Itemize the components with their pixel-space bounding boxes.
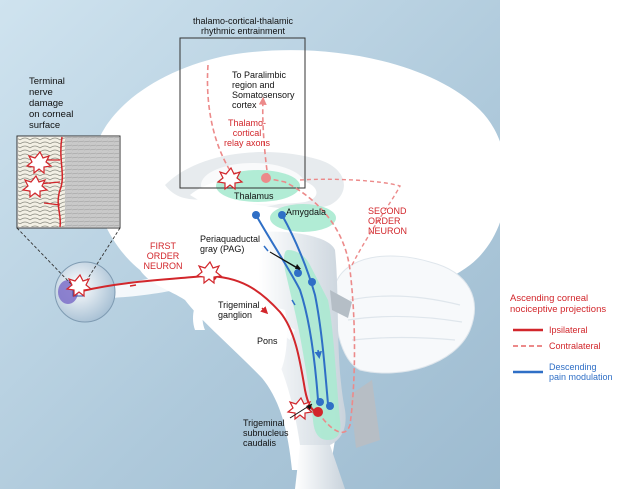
contralateral-path bbox=[265, 177, 356, 434]
eye bbox=[54, 261, 116, 323]
thalamic-neuron-soma bbox=[261, 173, 271, 183]
damage-burst-icons bbox=[21, 150, 314, 421]
entrainment-loop bbox=[206, 64, 237, 181]
neuron-soma-caudalis-2 bbox=[326, 402, 334, 410]
cerebellum bbox=[333, 255, 475, 374]
neuron-soma-pag-2 bbox=[308, 278, 316, 286]
neuron-soma-pag-1 bbox=[294, 269, 302, 277]
ipsilateral-path bbox=[81, 274, 319, 413]
cerebellum-folia bbox=[347, 295, 463, 341]
fourth-ventricle bbox=[330, 290, 352, 318]
legend-contralateral: Contralateral bbox=[549, 341, 601, 351]
spinal-cord bbox=[295, 445, 345, 489]
legend-ipsilateral: Ipsilateral bbox=[549, 325, 588, 335]
pag-pointer-line bbox=[269, 251, 299, 269]
entrainment-box bbox=[179, 37, 306, 189]
neuron-soma-caudalis-1 bbox=[316, 398, 324, 406]
relay-axon-up bbox=[258, 96, 269, 179]
pons-label: Pons bbox=[257, 336, 278, 346]
neuron-soma-amygdala-1 bbox=[252, 211, 260, 219]
thalamus-label: Thalamus bbox=[234, 191, 274, 201]
descending-path-2 bbox=[281, 214, 329, 405]
descending-path-1 bbox=[255, 214, 319, 401]
ganglion-branch bbox=[193, 290, 212, 330]
inset-connector bbox=[16, 227, 121, 287]
neuron-soma-amygdala-2 bbox=[278, 211, 286, 219]
amygdala-label: Amygdala bbox=[286, 207, 327, 217]
second-order-branch bbox=[299, 178, 402, 266]
caudalis-neuron-soma bbox=[313, 407, 323, 417]
descending-arrows bbox=[263, 245, 319, 356]
spinal-canal-shadow bbox=[350, 380, 380, 448]
ipsilateral-arrows bbox=[129, 284, 266, 312]
